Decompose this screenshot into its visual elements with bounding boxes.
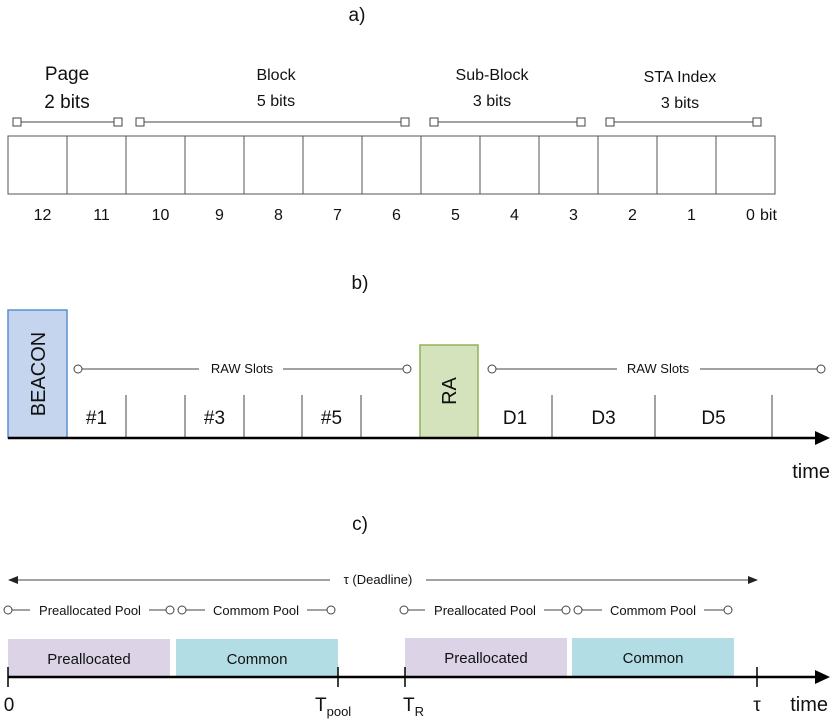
slot-label: #3: [204, 408, 225, 429]
beacon-label: BEACON: [28, 332, 50, 416]
pool-range-4: Commom Pool: [573, 603, 733, 618]
panel-a: a) Page 2 bits Block 5 bits Sub-Block 3 …: [7, 5, 777, 224]
bit-cell: [479, 135, 540, 195]
bit-label: 1: [687, 207, 696, 224]
panel-c: c) τ (Deadline) Preallocated Pool Commom…: [3, 514, 830, 719]
panel-b-label: b): [352, 273, 369, 294]
field-sta-span: [605, 117, 762, 127]
bit-cell: [7, 135, 68, 195]
field-sta-name: STA Index: [644, 69, 717, 86]
bit-cell: [125, 135, 186, 195]
common-block-2: [572, 638, 734, 676]
bit-cell: [66, 135, 127, 195]
pool-label-4: Commom Pool: [610, 603, 696, 618]
pool-range-3: Preallocated Pool: [399, 603, 571, 618]
bit-label: 8: [274, 207, 283, 224]
slot-label: #1: [86, 408, 107, 429]
axis-zero-label: 0: [4, 695, 15, 716]
slot-label: D1: [503, 408, 527, 429]
time-label-b: time: [792, 461, 830, 483]
slot-label: D5: [701, 408, 725, 429]
bit-label: 11: [93, 207, 110, 224]
preallocated-block-2: [405, 638, 567, 676]
bit-label: 9: [215, 207, 224, 224]
pool-label-3: Preallocated Pool: [434, 603, 536, 618]
raw-slots-span-1: RAW Slots: [73, 361, 412, 376]
raw-slots-label-1: RAW Slots: [211, 361, 274, 376]
panel-b: b) BEACON RAW Slots #1#3#5 RA RAW Slots …: [7, 273, 830, 483]
slot-cells-group-2: D1 D3 D5: [503, 395, 773, 438]
field-page-size: 2 bits: [44, 92, 89, 113]
slot-label: #5: [321, 408, 342, 429]
field-block-size: 5 bits: [257, 93, 295, 110]
raw-slots-label-2: RAW Slots: [627, 361, 690, 376]
time-axis-b-arrow: [815, 431, 830, 445]
panel-a-label: a): [349, 5, 366, 26]
bit-unit-label: bit: [760, 207, 777, 224]
common-block-1: [176, 639, 338, 677]
ra-label: RA: [439, 376, 461, 404]
field-page-name: Page: [45, 64, 89, 85]
axis-t-r-label: TR: [403, 695, 424, 719]
bit-cell: [184, 135, 245, 195]
time-label-c: time: [790, 694, 828, 716]
bit-label: 4: [510, 207, 519, 224]
bit-label: 0: [746, 207, 755, 224]
field-subblock-size: 3 bits: [473, 93, 511, 110]
bit-cell: [656, 135, 717, 195]
field-subblock-span: [429, 117, 586, 127]
common-label-1: Common: [227, 651, 288, 668]
bit-cells: [7, 135, 776, 195]
field-sta-size: 3 bits: [661, 95, 699, 112]
bit-cell: [420, 135, 481, 195]
deadline-label: τ (Deadline): [344, 572, 413, 587]
bit-cell: [538, 135, 599, 195]
bit-label: 2: [628, 207, 637, 224]
bit-label: 12: [34, 207, 52, 224]
bit-label: 3: [569, 207, 578, 224]
bit-label: 10: [152, 207, 170, 224]
axis-t-pool-label: Tpool: [315, 695, 351, 719]
beacon-block: [8, 310, 67, 438]
bit-label: 7: [333, 207, 342, 224]
bit-cell: [302, 135, 363, 195]
field-block-span: [135, 117, 410, 127]
bit-cell: [361, 135, 422, 195]
time-axis-c-arrow: [815, 670, 830, 684]
field-subblock-name: Sub-Block: [456, 67, 530, 84]
pool-range-2: Commom Pool: [177, 603, 336, 618]
bit-cell: [715, 135, 776, 195]
raw-slots-span-2: RAW Slots: [487, 361, 826, 376]
axis-tau-label: τ: [753, 695, 761, 716]
bit-cell: [243, 135, 304, 195]
slot-cells-group-1: #1 #3 #5: [86, 395, 362, 438]
pool-label-1: Preallocated Pool: [39, 603, 141, 618]
field-block-name: Block: [256, 67, 296, 84]
preallocated-label-2: Preallocated: [444, 650, 527, 667]
preallocated-block-1: [8, 639, 170, 677]
pool-label-2: Commom Pool: [213, 603, 299, 618]
panel-c-label: c): [352, 514, 368, 535]
preallocated-label-1: Preallocated: [47, 651, 130, 668]
field-page-span: [12, 117, 123, 127]
common-label-2: Common: [623, 650, 684, 667]
bit-cell: [597, 135, 658, 195]
slot-label: D3: [591, 408, 615, 429]
pool-range-1: Preallocated Pool: [3, 603, 175, 618]
bit-label: 6: [392, 207, 401, 224]
ra-block: [420, 345, 478, 438]
bit-label: 5: [451, 207, 460, 224]
deadline-arrow: τ (Deadline): [8, 572, 758, 587]
